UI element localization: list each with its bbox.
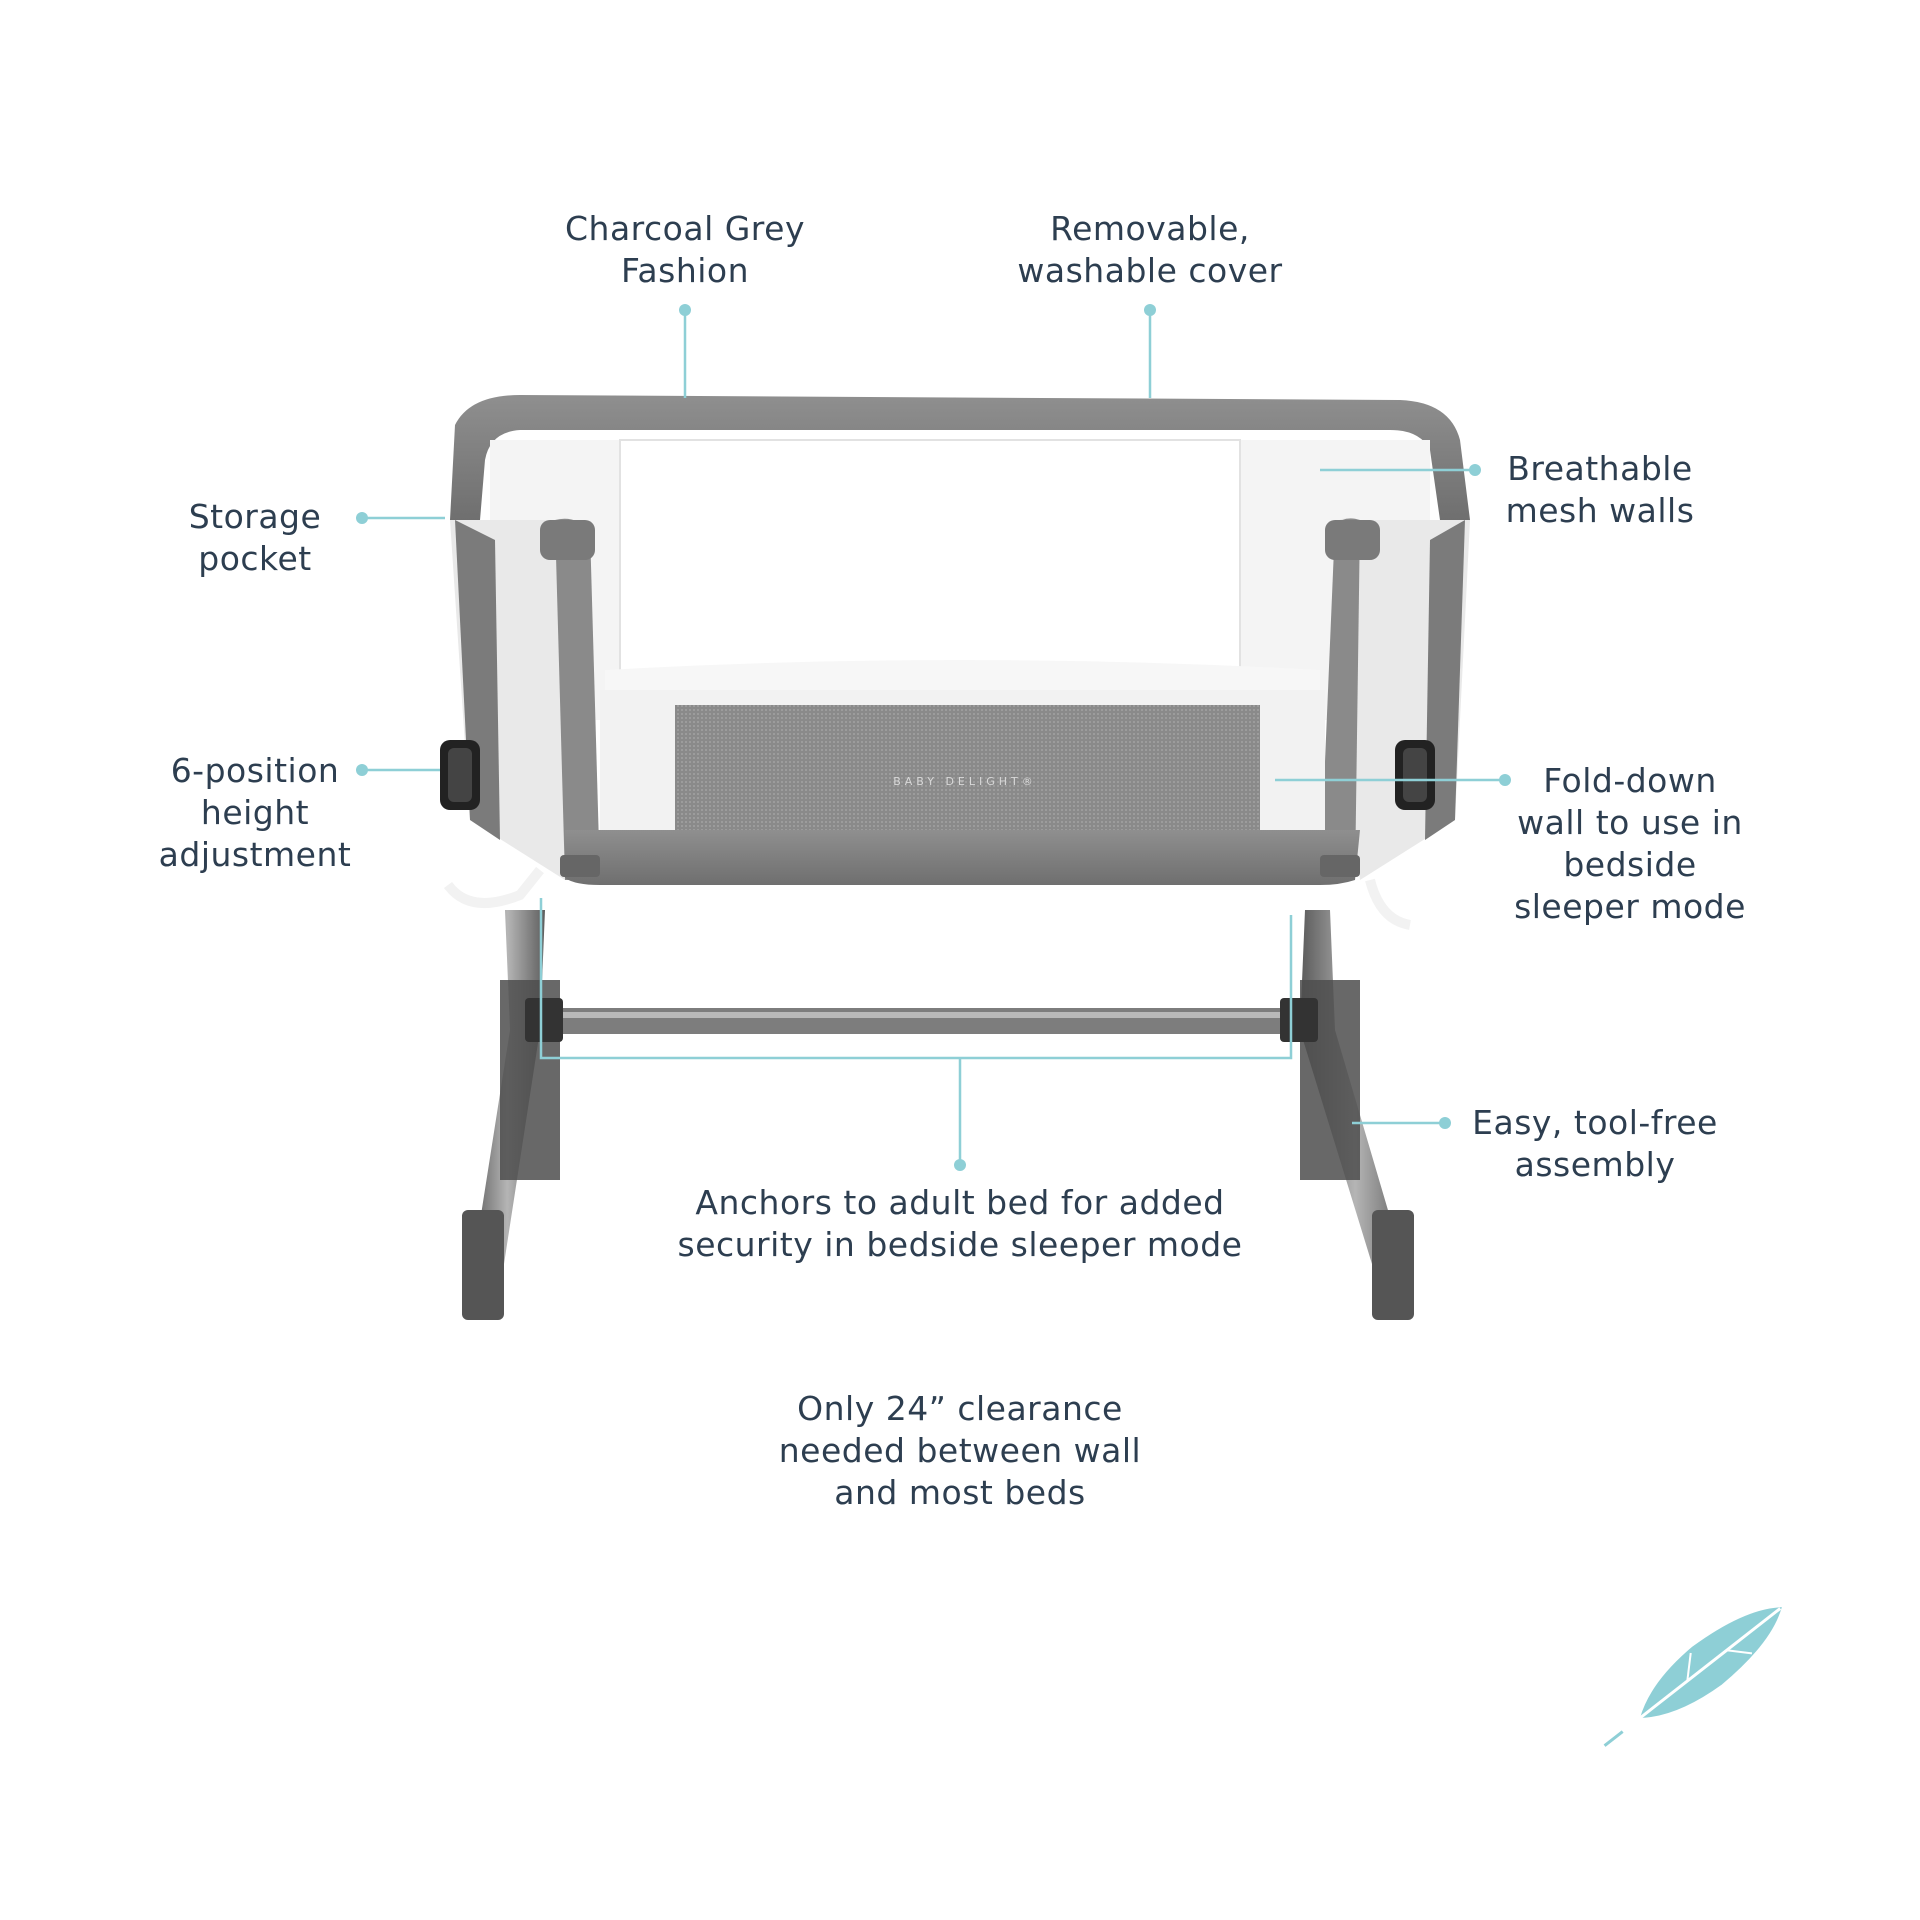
crossbar bbox=[545, 1008, 1290, 1034]
callout-line: bedside bbox=[1563, 845, 1697, 884]
feather-icon bbox=[1603, 1607, 1782, 1747]
callout-line: washable cover bbox=[1017, 251, 1283, 290]
callout-line: Fold-down bbox=[1543, 761, 1717, 800]
left-foot bbox=[462, 1210, 504, 1320]
callout-storage-pocket: Storage pocket bbox=[155, 496, 355, 580]
callout-fold-down-wall: Fold-down wall to use in bedside sleeper… bbox=[1500, 760, 1760, 928]
callout-line: Anchors to adult bed for added bbox=[695, 1183, 1225, 1222]
callout-dots bbox=[356, 304, 1511, 1171]
callout-line: and most beds bbox=[834, 1473, 1086, 1512]
callout-line: adjustment bbox=[158, 835, 352, 874]
callout-line: Charcoal Grey bbox=[565, 209, 805, 248]
height-knob-right bbox=[1395, 740, 1435, 810]
callout-anchors: Anchors to adult bed for added security … bbox=[660, 1182, 1260, 1266]
callout-line: wall to use in bbox=[1517, 803, 1743, 842]
bassinet-basket: BABY DELIGHT® bbox=[450, 395, 1470, 885]
callout-line: Easy, tool-free bbox=[1472, 1103, 1718, 1142]
callout-charcoal-grey: Charcoal Grey Fashion bbox=[535, 208, 835, 292]
right-foot bbox=[1372, 1210, 1414, 1320]
callout-removable-cover: Removable, washable cover bbox=[990, 208, 1310, 292]
callout-line: height bbox=[200, 793, 310, 832]
callout-line: sleeper mode bbox=[1514, 887, 1746, 926]
brand-logo-text: BABY DELIGHT® bbox=[893, 775, 1037, 788]
callout-tool-free: Easy, tool-free assembly bbox=[1450, 1102, 1740, 1186]
callout-line: Removable, bbox=[1050, 209, 1250, 248]
frame-legs bbox=[462, 910, 1414, 1320]
callout-clearance: Only 24” clearance needed between wall a… bbox=[760, 1388, 1160, 1514]
front-mesh-panel bbox=[675, 705, 1260, 840]
callout-line: security in bedside sleeper mode bbox=[677, 1225, 1243, 1264]
callout-breathable-mesh: Breathable mesh walls bbox=[1480, 448, 1720, 532]
callout-line: Breathable bbox=[1507, 449, 1693, 488]
callout-line: Only 24” clearance bbox=[797, 1389, 1123, 1428]
height-knob-left bbox=[440, 740, 480, 810]
callout-leaders bbox=[362, 310, 1505, 1165]
callout-line: Storage bbox=[188, 497, 322, 536]
callout-line: assembly bbox=[1514, 1145, 1676, 1184]
callout-line: needed between wall bbox=[778, 1431, 1142, 1470]
callout-height-adjustment: 6-position height adjustment bbox=[140, 750, 370, 876]
callout-line: pocket bbox=[198, 539, 312, 578]
callout-line: 6-position bbox=[170, 751, 340, 790]
callout-line: Fashion bbox=[620, 251, 750, 290]
callout-line: mesh walls bbox=[1505, 491, 1695, 530]
